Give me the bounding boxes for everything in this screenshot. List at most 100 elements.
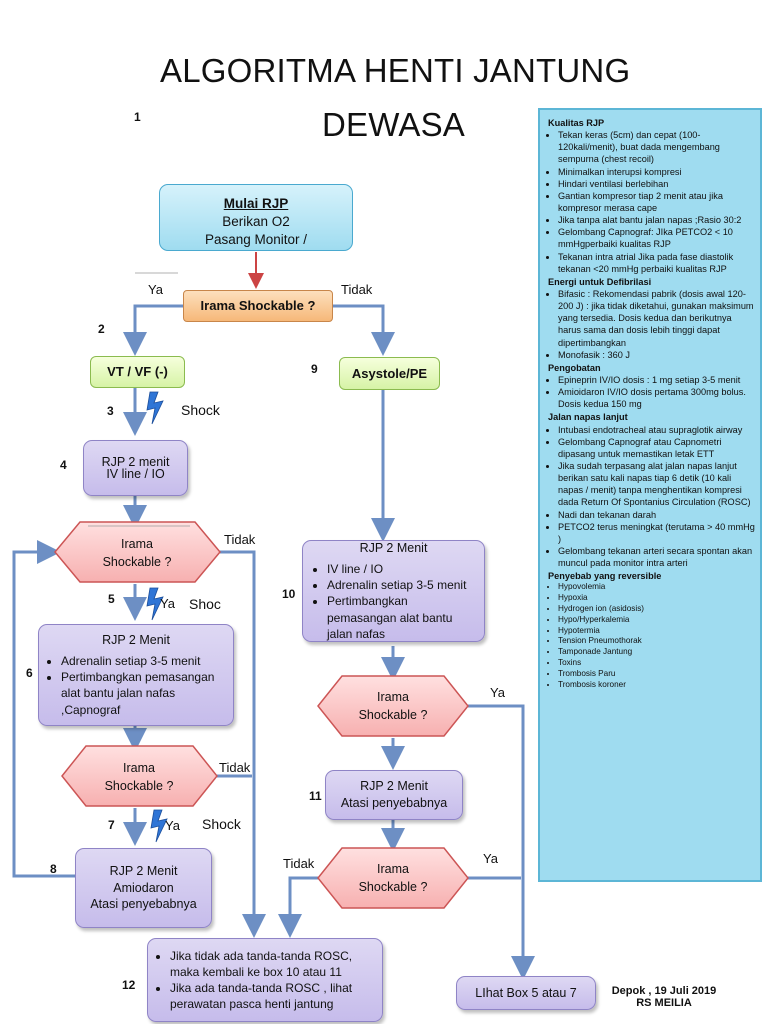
sidebar-item: Toxins: [558, 658, 755, 669]
box-10-title: RJP 2 Menit: [359, 541, 428, 556]
step-number-8: 8: [50, 862, 57, 876]
step-number-2: 2: [98, 322, 105, 336]
box-11: RJP 2 Menit Atasi penyebabnya: [325, 770, 463, 820]
rhythm-check-top: Irama Shockable ?: [183, 290, 333, 322]
box-10-item: IV line / IO: [327, 561, 474, 577]
sidebar-heading-kualitas: Kualitas RJP: [548, 118, 605, 128]
label-ya-top: Ya: [148, 282, 163, 297]
start-line2: Pasang Monitor /: [204, 232, 308, 248]
box-6: RJP 2 Menit Adrenalin setiap 3-5 menit P…: [38, 624, 234, 726]
label-ya-7: Ya: [165, 818, 180, 833]
sidebar-item: Gantian kompresor tiap 2 menit atau jika…: [558, 190, 755, 214]
box-8-line1: RJP 2 Menit: [109, 863, 178, 878]
reference-sidebar: Kualitas RJP Tekan keras (5cm) dan cepat…: [538, 108, 762, 882]
sidebar-item: Epineprin IV/IO dosis : 1 mg setiap 3-5 …: [558, 374, 755, 386]
box-12-item: Jika tidak ada tanda-tanda ROSC, maka ke…: [170, 948, 374, 980]
box-12-item: Jika ada tanda-tanda ROSC , lihat perawa…: [170, 980, 374, 1012]
decision-shape-2: [61, 745, 218, 807]
footer-hospital: RS MEILIA: [636, 997, 692, 1009]
decision-label-2: Irama Shockable ?: [79, 759, 199, 795]
see-box-label: LIhat Box 5 atau 7: [475, 985, 577, 1000]
box-10: RJP 2 Menit IV line / IO Adrenalin setia…: [302, 540, 485, 642]
rhythm-check-top-label: Irama Shockable ?: [200, 298, 316, 314]
sidebar-item: Monofasik : 360 J: [558, 349, 755, 361]
box-6-list: Adrenalin setiap 3-5 menit Pertimbangkan…: [47, 653, 225, 718]
box-10-list: IV line / IO Adrenalin setiap 3-5 menit …: [313, 561, 474, 641]
decision-shape-1: [54, 521, 221, 583]
box-10-item: Pertimbangkan pemasangan alat bantu jala…: [327, 593, 474, 641]
start-line1: Berikan O2: [222, 214, 290, 230]
sidebar-item: Tekan keras (5cm) dan cepat (100-120kali…: [558, 129, 755, 165]
vt-vf-box: VT / VF (-): [90, 356, 185, 388]
box-12-list: Jika tidak ada tanda-tanda ROSC, maka ke…: [156, 948, 374, 1013]
step-number-1: 1: [134, 110, 141, 124]
sidebar-item: Hindari ventilasi berlebihan: [558, 178, 755, 190]
decision-4-line1: Irama: [377, 862, 409, 876]
sidebar-item: Hypoxia: [558, 593, 755, 604]
asystole-label: Asystole/PE: [351, 365, 428, 381]
box-10-item: Adrenalin setiap 3-5 menit: [327, 577, 474, 593]
decision-shape-3: [317, 675, 469, 737]
box-11-line2: Atasi penyebabnya: [340, 796, 448, 810]
decision-label-4: Irama Shockable ?: [333, 860, 453, 896]
label-tidak-2: Tidak: [219, 760, 251, 775]
decision-2-line2: Shockable ?: [104, 779, 174, 794]
sidebar-item: Hypotermia: [558, 626, 755, 637]
step-number-5: 5: [108, 592, 115, 606]
footer-date: Depok , 19 Juli 2019: [611, 985, 717, 997]
sidebar-heading-penyebab: Penyebab yang reversible: [548, 571, 662, 582]
sidebar-item: Jika sudah terpasang alat jalan napas la…: [558, 460, 755, 509]
decision-3-line2: Shockable ?: [358, 708, 428, 723]
sidebar-item: Hypo/Hyperkalemia: [558, 615, 755, 626]
vt-vf-label: VT / VF (-): [107, 364, 168, 380]
sidebar-item: PETCO2 terus meningkat (terutama > 40 mm…: [558, 521, 755, 545]
sidebar-list-jalan-napas: Intubasi endotracheal atau supraglotik a…: [548, 424, 755, 570]
sidebar-item: Hypovolemia: [558, 582, 755, 593]
box-8-line2: Amiodaron: [113, 880, 174, 895]
label-tidak-4: Tidak: [283, 856, 315, 871]
sidebar-heading-pengobatan: Pengobatan: [548, 362, 601, 373]
sidebar-item: Amioidaron IV/IO dosis pertama 300mg bol…: [558, 386, 755, 410]
step-number-6: 6: [26, 666, 33, 680]
decision-label-3: Irama Shockable ?: [333, 688, 453, 724]
sidebar-item: Gelombang Capnograf: JIka PETCO2 < 10 mm…: [558, 226, 755, 250]
label-tidak-1: Tidak: [224, 532, 256, 547]
box-6-item: Adrenalin setiap 3-5 menit: [61, 653, 225, 669]
box-4-line1: RJP 2 menit: [101, 454, 170, 469]
box-8-line3: Atasi penyebabnya: [90, 897, 197, 912]
label-ya-4: Ya: [483, 851, 498, 866]
sidebar-item: Hydrogen ion (asidosis): [558, 604, 755, 615]
lightning-icon: [146, 587, 164, 621]
sidebar-item: Intubasi endotracheal atau supraglotik a…: [558, 424, 755, 436]
box-8: RJP 2 Menit Amiodaron Atasi penyebabnya: [75, 848, 212, 928]
label-tidak-top: Tidak: [341, 282, 373, 297]
decision-shape-4: [317, 847, 469, 909]
decision-4-line2: Shockable ?: [358, 880, 428, 895]
step-number-11: 11: [309, 789, 322, 803]
box-12: Jika tidak ada tanda-tanda ROSC, maka ke…: [147, 938, 383, 1022]
step-number-9: 9: [311, 362, 318, 376]
page-title-line1: ALGORITMA HENTI JANTUNG: [160, 52, 631, 89]
lightning-icon: [150, 809, 168, 843]
sidebar-list-kualitas: Tekan keras (5cm) dan cepat (100-120kali…: [548, 129, 755, 275]
shock-label-1: Shock: [181, 402, 220, 418]
box-11-line1: RJP 2 Menit: [360, 779, 428, 794]
page-title-line2: DEWASA: [322, 106, 465, 143]
sidebar-item: Tension Pneumothorak: [558, 636, 755, 647]
box-6-title: RJP 2 Menit: [102, 633, 170, 648]
decision-1-line2: Shockable ?: [102, 555, 172, 570]
decision-3-line1: Irama: [377, 690, 409, 704]
step-number-12: 12: [122, 978, 136, 992]
sidebar-list-penyebab: Hypovolemia Hypoxia Hydrogen ion (asidos…: [548, 582, 755, 690]
sidebar-list-energi: Bifasic : Rekomendasi pabrik (dosis awal…: [548, 288, 755, 361]
label-ya-3: Ya: [490, 685, 505, 700]
step-number-7: 7: [108, 818, 115, 832]
sidebar-item: Trombosis Paru: [558, 669, 755, 680]
shock-label-3: Shock: [202, 816, 241, 832]
sidebar-list-pengobatan: Epineprin IV/IO dosis : 1 mg setiap 3-5 …: [548, 374, 755, 410]
sidebar-item: Nadi dan tekanan darah: [558, 509, 755, 521]
decision-1-line1: Irama: [121, 537, 153, 551]
start-box: Mulai RJP Berikan O2 Pasang Monitor /: [159, 184, 353, 251]
box-4-line2: IV line / IO: [106, 467, 165, 481]
